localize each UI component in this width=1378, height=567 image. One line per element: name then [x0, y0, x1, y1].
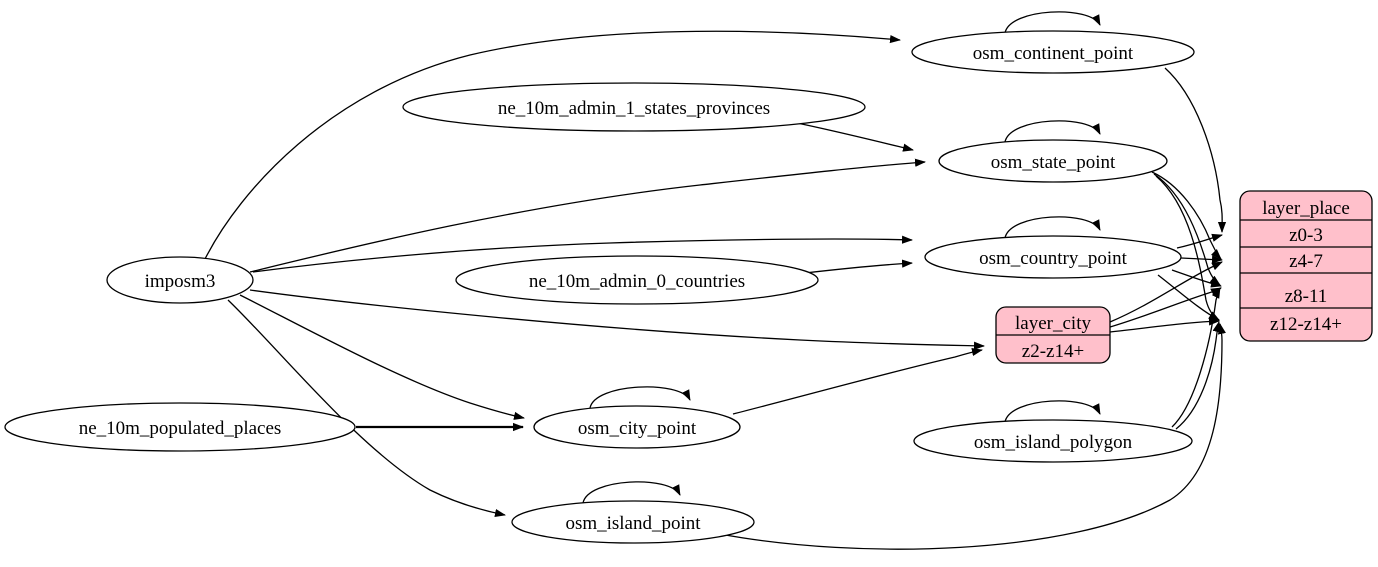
node-shape-ellipse	[938, 139, 1168, 183]
node-label-osm_city_point: osm_city_point	[578, 418, 697, 439]
layer_place-row-z0-3[interactable]: z0-3	[1289, 225, 1323, 246]
edge-osm_island_polygon-to-layer_place-z8-11	[1171, 287, 1221, 428]
node-shape-ellipse	[455, 255, 819, 305]
self-loop-osm_state_point	[1004, 120, 1101, 143]
table-node-osm_state_point[interactable]: osm_state_point	[938, 139, 1168, 183]
node-shape-ellipse	[4, 402, 356, 452]
layer-node-layer_place[interactable]: layer_place z0-3 z4-7 z8-11 z12-z14+	[1239, 190, 1373, 342]
edge-osm_country_point-to-layer_place-z12-z14	[1157, 274, 1220, 321]
node-label-imposm3: imposm3	[145, 271, 216, 292]
edge-layer	[204, 11, 1227, 550]
edge-layer_city-to-layer_place-z4-7	[1109, 261, 1223, 323]
edge-imposm3-to-layer_city	[249, 289, 985, 350]
edge-osm_continent_point-to-layer_place-z0-3	[1164, 67, 1227, 233]
edge-imposm3-to-osm_country_point	[252, 235, 913, 273]
edge-osm_city_point-to-layer_city	[732, 347, 983, 415]
layer_place-box	[1239, 190, 1373, 342]
node-label-ne_10m_admin_0_countries: ne_10m_admin_0_countries	[529, 271, 745, 292]
edge-imposm3-to-osm_island_point	[227, 299, 506, 518]
edge-ne_admin_0_countries-to-osm_country_point	[804, 259, 913, 274]
table-node-osm_city_point[interactable]: osm_city_point	[533, 405, 741, 449]
edge-imposm3-to-osm_continent_point	[204, 30, 901, 260]
node-label-ne_10m_admin_1_states_provinces: ne_10m_admin_1_states_provinces	[498, 98, 770, 119]
table-node-osm_island_point[interactable]: osm_island_point	[511, 500, 755, 544]
layer_place-row-z12-z14[interactable]: z12-z14+	[1270, 314, 1342, 335]
node-shape-ellipse	[511, 500, 755, 544]
source-node-ne_10m_admin_1_states_provinces[interactable]: ne_10m_admin_1_states_provinces	[402, 82, 866, 132]
edge-osm_island_point-to-layer_place-z12-z14	[719, 323, 1226, 550]
node-shape-ellipse	[913, 419, 1193, 463]
source-node-imposm3[interactable]: imposm3	[106, 256, 254, 304]
self-loop-osm_city_point	[589, 386, 691, 409]
edge-imposm3-to-osm_state_point	[249, 158, 926, 273]
node-label-osm_country_point: osm_country_point	[979, 248, 1127, 269]
node-shape-ellipse	[924, 235, 1182, 279]
node-label-osm_state_point: osm_state_point	[991, 152, 1116, 173]
edge-osm_country_point-to-layer_place-z8-11	[1171, 269, 1222, 288]
edge-osm_island_polygon-to-layer_place-z12-z14	[1175, 321, 1221, 430]
edge-osm_country_point-to-layer_place-z0-3	[1176, 233, 1223, 249]
table-node-osm_country_point[interactable]: osm_country_point	[924, 235, 1182, 279]
node-label-osm_continent_point: osm_continent_point	[973, 43, 1134, 64]
self-loop-osm_continent_point	[1004, 11, 1101, 34]
table-node-osm_island_polygon[interactable]: osm_island_polygon	[913, 419, 1193, 463]
edge-osm_state_point-to-layer_place-z4-7	[1151, 171, 1222, 260]
self-loop-osm_island_point	[582, 481, 681, 504]
layer_place-title: layer_place	[1262, 198, 1350, 219]
self-loop-osm_country_point	[1004, 216, 1101, 239]
table-node-osm_continent_point[interactable]: osm_continent_point	[911, 30, 1195, 74]
layer_city-title: layer_city	[1015, 313, 1091, 334]
node-label-osm_island_point: osm_island_point	[565, 513, 701, 534]
source-node-ne_10m_admin_0_countries[interactable]: ne_10m_admin_0_countries	[455, 255, 819, 305]
edge-layer_city-to-layer_place-z12-z14	[1109, 317, 1220, 333]
edge-ne_states_provinces-to-osm_state_point	[796, 122, 914, 152]
edge-osm_country_point-to-layer_place-z4-7	[1180, 255, 1223, 264]
node-label-osm_island_polygon: osm_island_polygon	[974, 432, 1133, 453]
layer_place-row-z8-11[interactable]: z8-11	[1285, 286, 1328, 307]
source-node-ne_10m_populated_places[interactable]: ne_10m_populated_places	[4, 402, 356, 452]
node-shape-ellipse	[533, 405, 741, 449]
node-shape-ellipse	[911, 30, 1195, 74]
layer_place-row-z4-7[interactable]: z4-7	[1289, 251, 1323, 272]
node-shape-ellipse	[402, 82, 866, 132]
node-shape-ellipse	[106, 256, 254, 304]
self-loop-osm_island_polygon	[1004, 400, 1101, 423]
node-label-ne_10m_populated_places: ne_10m_populated_places	[79, 418, 282, 439]
edge-imposm3-to-osm_city_point	[239, 294, 525, 420]
layer-node-layer_city[interactable]: layer_city z2-z14+	[995, 306, 1111, 364]
layer_city-row-z2-z14[interactable]: z2-z14+	[1022, 341, 1084, 362]
